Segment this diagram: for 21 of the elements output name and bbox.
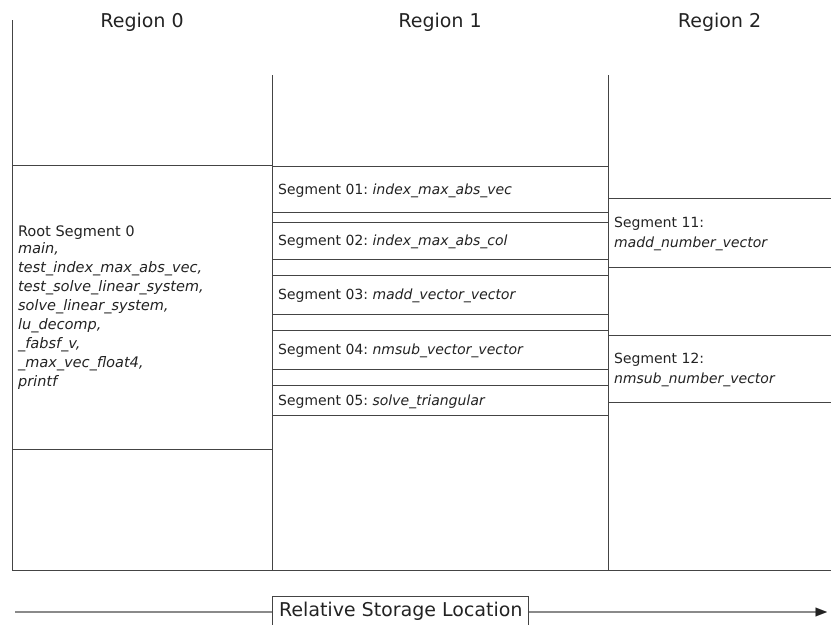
segment-label: Segment 03: madd_vector_vector bbox=[278, 287, 516, 303]
segment-box bbox=[608, 335, 831, 403]
segment-box bbox=[608, 198, 831, 268]
segment-label: Segment 05: solve_triangular bbox=[278, 392, 485, 408]
segment-box bbox=[12, 165, 272, 450]
function-list: main, test_index_max_abs_vec, test_solve_linear_system, solve_linear_system, lu_decomp, _fabsf_v, _max_vec_float4, printf bbox=[18, 240, 268, 392]
region-label: Region 1 bbox=[398, 10, 482, 32]
segment-label: Segment 12: nmsub_number_vector bbox=[614, 350, 776, 389]
segment-label: Segment 01: index_max_abs_vec bbox=[278, 182, 512, 198]
segment-box bbox=[272, 275, 608, 315]
segment-box bbox=[272, 222, 608, 260]
segment-box bbox=[272, 385, 608, 416]
segment-label: Segment 11: madd_number_vector bbox=[614, 214, 769, 253]
region-label: Region 2 bbox=[678, 10, 762, 32]
segment-box bbox=[272, 166, 608, 213]
segment-box bbox=[272, 330, 608, 370]
segment-label: Segment 02: index_max_abs_col bbox=[278, 233, 508, 249]
region-label: Region 0 bbox=[100, 10, 184, 32]
axis-label: Relative Storage Location bbox=[272, 596, 530, 625]
segment-label: Segment 04: nmsub_vector_vector bbox=[278, 342, 523, 358]
segment-label: Root Segment 0 bbox=[18, 224, 135, 240]
